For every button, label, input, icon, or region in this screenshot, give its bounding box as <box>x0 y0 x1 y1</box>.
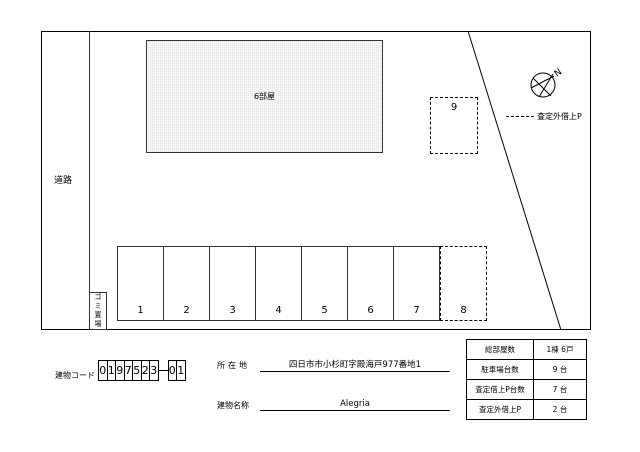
table-key: 査定借上P台数 <box>466 379 534 400</box>
building-code-label: 建物コード <box>55 371 95 380</box>
parking-row: 1 2 3 4 5 6 7 8 <box>117 246 487 321</box>
parking-number: 7 <box>413 305 420 316</box>
north-compass-icon: N <box>530 67 564 98</box>
garbage-label-char: ミ <box>94 302 102 310</box>
table-value: 2 台 <box>533 399 587 420</box>
garbage-label-char: 場 <box>94 320 102 328</box>
legend-label: 査定外借上P <box>537 112 582 121</box>
parking-space-6: 6 <box>347 246 394 321</box>
address-value: 四日市市小杉町字殿海戸977番地1 <box>260 358 450 372</box>
parking-space-3: 3 <box>209 246 256 321</box>
parking-number: 8 <box>460 305 467 316</box>
building-label: 6部屋 <box>253 92 276 101</box>
table-key: 査定外借上P <box>466 399 534 420</box>
garbage-label-char: ゴ <box>94 293 102 301</box>
table-key: 駐車場台数 <box>466 359 534 380</box>
code-digit: 1 <box>176 360 186 381</box>
table-key: 総部屋数 <box>466 339 534 360</box>
building-name-label: 建物名称 <box>217 401 249 410</box>
garbage-area: ゴ ミ 置 場 <box>89 292 107 330</box>
code-digit: 3 <box>149 360 159 381</box>
parking-number: 5 <box>321 305 328 316</box>
parking-number: 6 <box>367 305 374 316</box>
address-label: 所在地 <box>217 361 250 370</box>
code-hyphen <box>158 370 169 371</box>
dashed-line-symbol <box>506 116 534 117</box>
parking-number: 1 <box>137 305 144 316</box>
parking-space-7: 7 <box>393 246 440 321</box>
parking-space-9: 9 <box>430 97 478 154</box>
garbage-label-char: 置 <box>94 311 102 319</box>
parking-space-2: 2 <box>163 246 210 321</box>
road-boundary-line <box>89 31 90 330</box>
building-footprint: 6部屋 <box>146 40 383 153</box>
building-code: 0 1 9 7 5 2 3 0 1 <box>98 360 186 381</box>
parking-number: 3 <box>229 305 236 316</box>
building-name-value: Alegria <box>260 399 450 411</box>
parking-space-4: 4 <box>255 246 302 321</box>
parking-space-5: 5 <box>301 246 348 321</box>
legend-off-assessment-parking: 査定外借上P <box>506 111 582 122</box>
table-value: 9 台 <box>533 359 587 380</box>
parking-number: 4 <box>275 305 282 316</box>
parking-space-8: 8 <box>440 246 487 321</box>
parking-number: 2 <box>183 305 190 316</box>
road-label: 道路 <box>54 176 73 186</box>
table-value: 7 台 <box>533 379 587 400</box>
svg-text:N: N <box>553 67 564 79</box>
site-boundary <box>41 31 591 330</box>
parking-space-1: 1 <box>117 246 164 321</box>
table-value: 1棟 6戸 <box>533 339 587 360</box>
parking-number: 9 <box>450 102 458 113</box>
